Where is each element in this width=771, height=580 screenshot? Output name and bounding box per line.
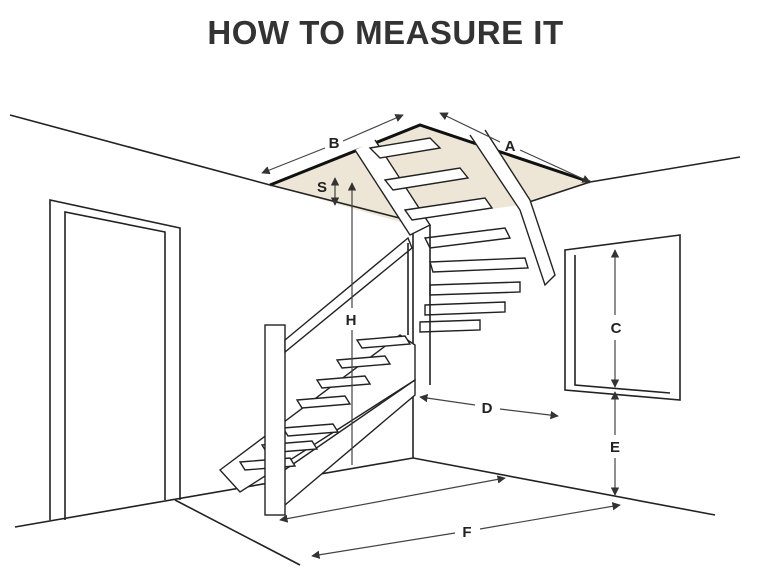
label-c: C (611, 320, 622, 337)
label-d: D (482, 400, 493, 417)
door-frame (49, 199, 181, 520)
dimensions (261, 112, 621, 559)
label-a: A (505, 138, 516, 155)
handrail (284, 236, 413, 354)
page-title: HOW TO MEASURE IT (207, 14, 564, 51)
newel-post (264, 324, 286, 516)
label-b: B (329, 135, 340, 152)
label-h: H (346, 312, 357, 329)
upper-stair-flight (354, 129, 556, 385)
window (564, 234, 681, 401)
label-s: S (317, 179, 327, 196)
label-e: E (610, 439, 620, 456)
lower-stair-flight (218, 236, 416, 516)
label-f: F (462, 524, 471, 541)
